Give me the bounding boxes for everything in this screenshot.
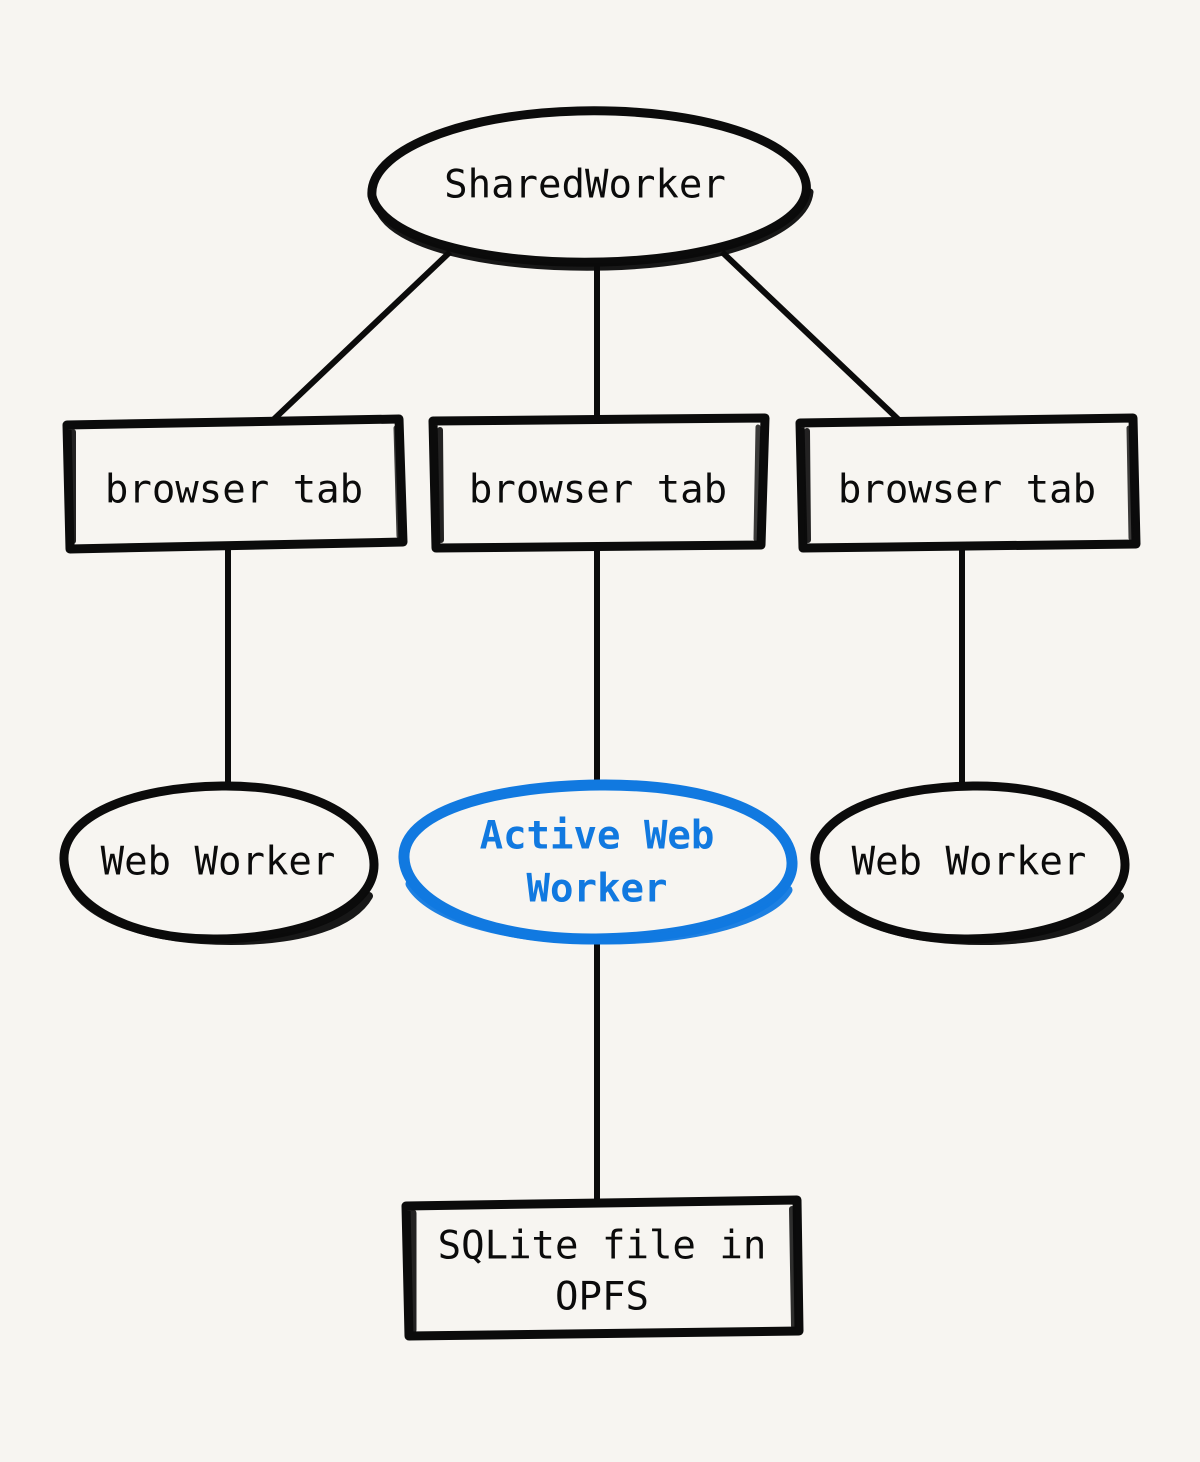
- node-label-web-worker-left: Web Worker: [101, 840, 336, 885]
- node-browser-tab-left[interactable]: browser tab: [62, 414, 408, 554]
- edge-layer: [225, 249, 965, 1205]
- node-label-browser-tab-center: browser tab: [469, 468, 727, 513]
- node-web-worker-right[interactable]: Web Worker: [810, 781, 1130, 945]
- node-sqlite-file[interactable]: SQLite file in OPFS: [401, 1195, 804, 1341]
- node-active-web-worker[interactable]: Active Web Worker: [398, 779, 798, 945]
- node-label-active-web-worker-line1: Active Web: [480, 814, 715, 859]
- node-label-sqlite-file-line2: OPFS: [555, 1275, 649, 1320]
- node-label-browser-tab-left: browser tab: [105, 468, 363, 513]
- edge-sharedworker-to-browser-tab-left: [269, 249, 453, 424]
- edge-sharedworker-to-browser-tab-right: [719, 249, 903, 424]
- node-label-web-worker-right: Web Worker: [852, 840, 1087, 885]
- node-label-browser-tab-right: browser tab: [838, 468, 1096, 513]
- node-browser-tab-right[interactable]: browser tab: [795, 413, 1141, 553]
- node-label-shared-worker: SharedWorker: [444, 163, 726, 208]
- node-label-sqlite-file-line1: SQLite file in: [438, 1224, 767, 1269]
- node-label-active-web-worker-line2: Worker: [527, 867, 668, 912]
- node-shared-worker[interactable]: SharedWorker: [362, 106, 814, 271]
- node-browser-tab-center[interactable]: browser tab: [428, 413, 770, 553]
- node-web-worker-left[interactable]: Web Worker: [59, 781, 379, 945]
